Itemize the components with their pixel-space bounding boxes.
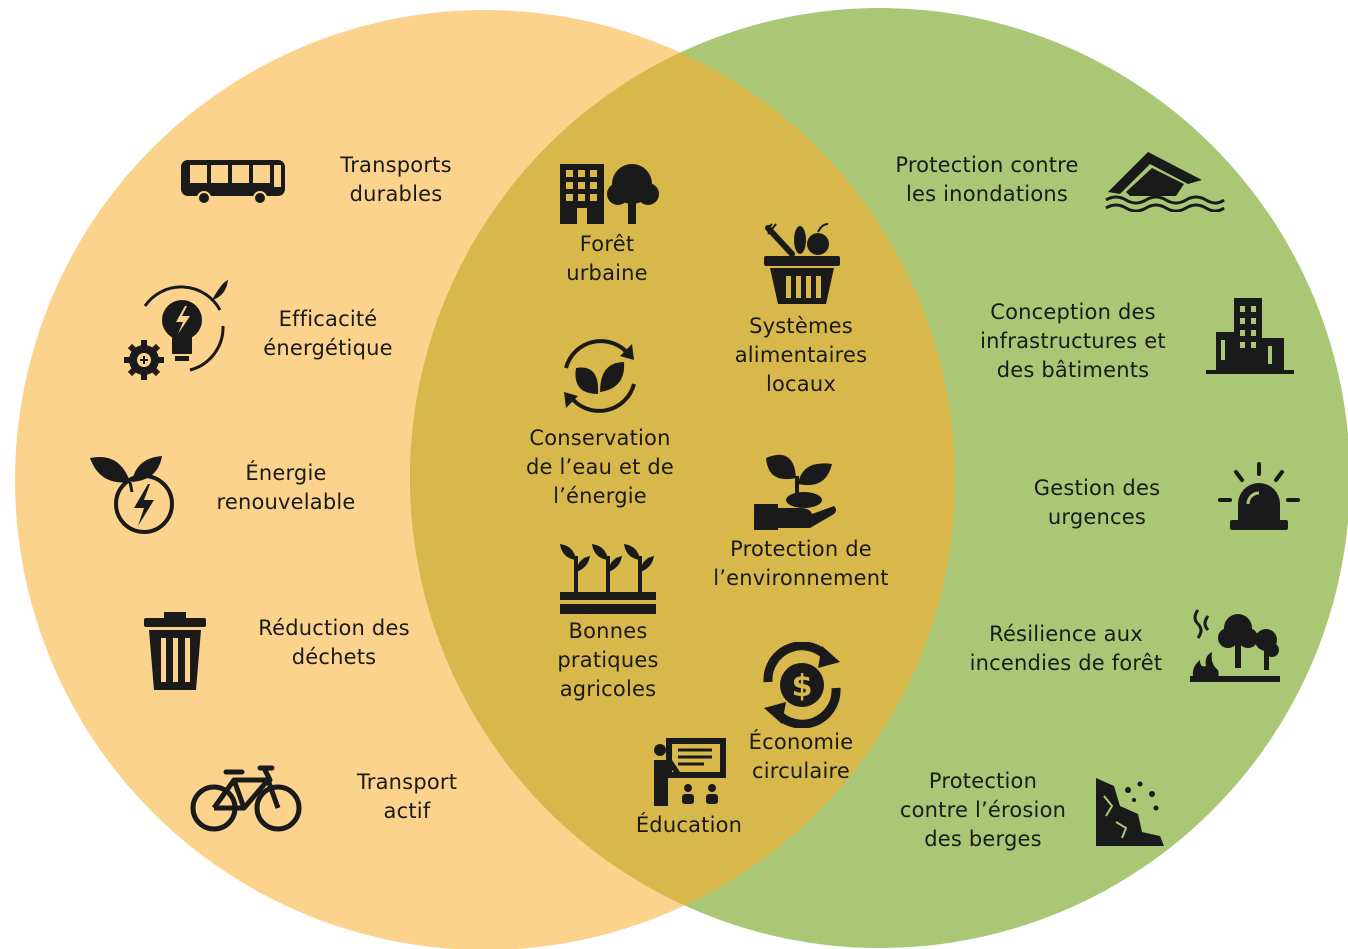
flooded-house-icon [1104,150,1226,212]
label-conception-infrastructures: Conception des infrastructures et des bâ… [980,300,1166,382]
recycle-leaves-icon [554,332,646,420]
label-economie-circulaire: Économie circulaire [748,730,854,783]
alarm-siren-icon [1216,460,1302,534]
label-bonnes-pratiques-agricoles: Bonnes pratiques agricoles [557,619,659,701]
trash-can-icon [140,610,210,692]
label-transport-actif: Transport actif [356,770,458,823]
buildings-icon [1204,296,1296,376]
bicycle-icon [190,762,302,834]
label-protection-environnement: Protection de l’environnement [713,537,889,590]
label-protection-erosion-berges: Protection contre l’érosion des berges [899,769,1067,851]
bus-icon [178,156,288,206]
label-resilience-incendies: Résilience aux incendies de forêt [969,622,1163,675]
leaf-lightning-icon [88,452,180,540]
label-efficacite-energetique: Efficacité énergétique [263,307,393,360]
overlap-region [410,10,955,948]
label-systemes-alimentaires-locaux: Systèmes alimentaires locaux [734,314,868,396]
crops-icon [558,542,658,616]
label-reduction-dechets: Réduction des déchets [258,616,410,669]
label-protection-inondations: Protection contre les inondations [895,153,1079,206]
erosion-icon [1094,776,1166,848]
label-education: Éducation [635,813,743,837]
forest-fire-icon [1188,606,1280,684]
label-gestion-urgences: Gestion des urgences [1033,476,1161,529]
teacher-board-icon [650,736,728,808]
hand-plant-icon [752,444,836,532]
label-energie-renouvelable: Énergie renouvelable [216,461,356,514]
label-transports-durables: Transports durables [340,153,452,206]
building-tree-icon [558,160,662,226]
label-conservation-eau-energie: Conservation de l’eau et de l’énergie [525,426,675,508]
label-foret-urbaine: Forêt urbaine [566,232,648,285]
lightbulb-gear-icon [120,276,232,382]
circular-dollar-icon: $ [758,642,846,728]
svg-text:$: $ [792,669,813,704]
food-basket-icon [762,222,842,306]
